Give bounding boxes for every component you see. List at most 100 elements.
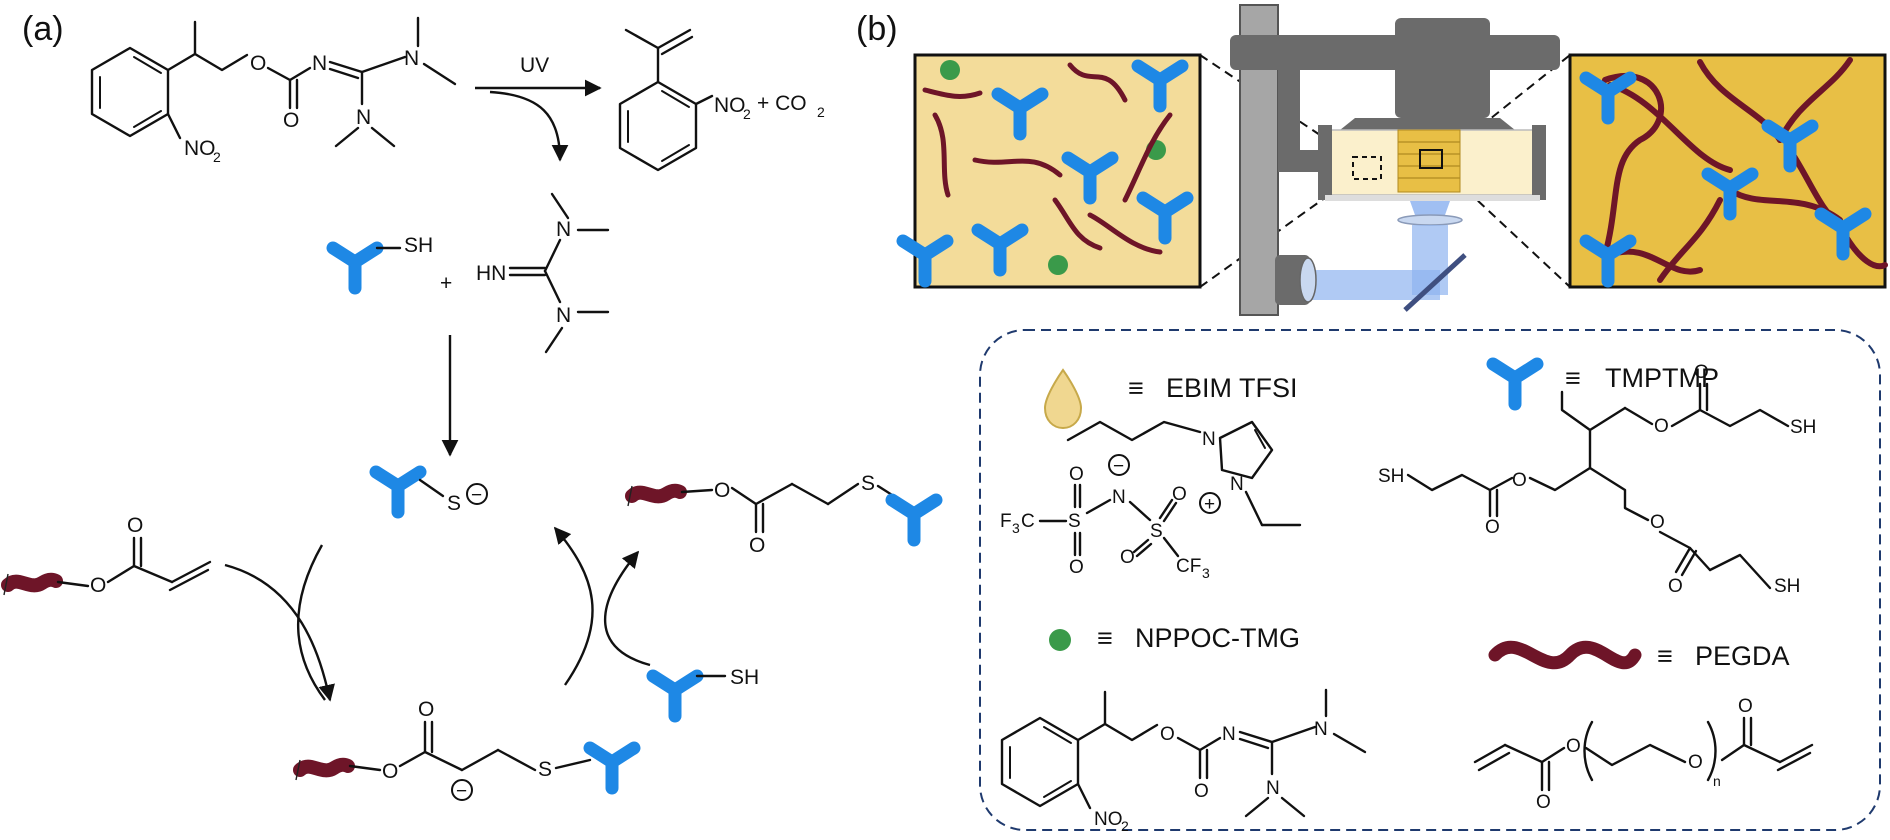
- tfsi-o1: O: [1069, 464, 1084, 485]
- ebim-n3-label: N: [1230, 474, 1244, 495]
- pegda-carbonyl-o1: O: [1536, 792, 1551, 813]
- curved-release-arrow: [489, 90, 569, 162]
- tmptmp-o3: O: [1650, 512, 1665, 533]
- product-o-label: O: [714, 479, 730, 502]
- addition-arrow: [224, 563, 335, 702]
- nitro-label-top: NO: [184, 137, 216, 160]
- nitrogen-label-3: N: [356, 106, 371, 129]
- nppoc-no2-label: NO: [1094, 809, 1123, 830]
- nitrostyrene-product: NO 2 + CO 2: [618, 28, 825, 172]
- hn-label: HN: [476, 262, 506, 285]
- pegda-structure: O O O n O: [1473, 696, 1814, 813]
- thiolate-charge: −: [471, 485, 482, 506]
- panel-b-label: (b): [856, 10, 898, 48]
- acrylate-carbonyl-o: O: [127, 514, 143, 537]
- nppoc-equiv-symbol: ≡: [1097, 623, 1113, 653]
- chain-transfer-arrow: [604, 550, 651, 667]
- pegda-equiv-symbol: ≡: [1657, 641, 1673, 671]
- tfsi-cf3-sub: 3: [1202, 565, 1210, 581]
- tmptmp-o-carbonyl2: O: [1694, 362, 1709, 383]
- product-thiol-icon: [892, 500, 936, 540]
- ionic-liquid-drop-icon: [1043, 368, 1083, 430]
- nppoc-n2-label: N: [1314, 719, 1328, 740]
- carbanion-s-label: S: [538, 758, 552, 781]
- tfsi-n-label: N: [1112, 487, 1126, 508]
- tfsi-s2-label: S: [1150, 521, 1163, 542]
- tmptmp-sh2: SH: [1790, 417, 1816, 438]
- tmptmp-thiol-icon: [333, 248, 377, 288]
- nitro-sub-top: 2: [213, 149, 221, 165]
- plus-sign: +: [440, 272, 452, 295]
- tmptmp-o1: O: [1512, 470, 1527, 491]
- thiol-sh-label: SH: [404, 234, 433, 257]
- ebim-n1-label: N: [1202, 429, 1216, 450]
- tmptmp-legend-icon: [1493, 364, 1537, 404]
- ebim-tfsi-label: EBIM TFSI: [1166, 373, 1298, 403]
- nppoc-label: NPPOC-TMG: [1135, 623, 1300, 653]
- tmptmp-sh3: SH: [1774, 576, 1800, 597]
- tmptmp-o-carbonyl3: O: [1668, 576, 1683, 597]
- tfsi-f3c-sub: 3: [1012, 520, 1020, 536]
- nitro-sub-product: 2: [743, 106, 751, 122]
- pegda-carbonyl-o2: O: [1738, 696, 1753, 717]
- tfsi-o2: O: [1069, 557, 1084, 578]
- dlp-printer-schematic: [1230, 4, 1560, 316]
- carbanion-charge: −: [456, 781, 467, 802]
- carbanion-carbonyl-o: O: [418, 698, 434, 721]
- tfsi-o4: O: [1120, 547, 1135, 568]
- tmptmp-sh1: SH: [1378, 466, 1404, 487]
- tmptmp-equiv-symbol: ≡: [1565, 363, 1581, 393]
- acrylate-o-label: O: [90, 574, 106, 597]
- pegda-o1: O: [1566, 736, 1581, 757]
- tfsi-o3: O: [1172, 484, 1187, 505]
- nppoc-n-label: N: [1222, 724, 1236, 745]
- product-carbonyl-o: O: [749, 534, 765, 557]
- carbanion-o-label: O: [382, 760, 398, 783]
- ebim-cation-structure: N N +: [1066, 420, 1302, 527]
- carbanion-intermediate: O O − S: [296, 698, 634, 802]
- zoom-line-right-bottom: [1444, 169, 1571, 288]
- tfsi-f3c-prefix: F: [1000, 511, 1012, 532]
- cycle-right-arc: [553, 526, 594, 686]
- nppoc-o-label: O: [1160, 724, 1175, 745]
- pegda-label: PEGDA: [1695, 641, 1790, 671]
- pegda-legend-icon: [1488, 640, 1642, 670]
- tfsi-s1-label: S: [1068, 511, 1081, 532]
- thioether-product: O O S: [628, 472, 936, 557]
- nppoc-tmg-structure-legend: NO 2 O O N N N: [1000, 688, 1367, 834]
- chain-transfer-sh-label: SH: [730, 666, 759, 689]
- nitrogen-label-2: N: [404, 47, 419, 70]
- nppoc-n3-label: N: [1266, 778, 1280, 799]
- ebim-plus-charge: +: [1204, 494, 1215, 515]
- zoom-line-right-top: [1444, 54, 1571, 156]
- tmg-n-top: N: [556, 218, 571, 241]
- oxygen-label: O: [250, 52, 266, 75]
- nppoc-carbonyl-o: O: [1194, 781, 1209, 802]
- tfsi-anion-structure: F 3 C S O O N − S O O CF 3: [1000, 454, 1210, 581]
- resin-inset-before: [903, 53, 1202, 289]
- nppoc-tmg-structure-top: NO 2 O O N N N: [90, 16, 457, 165]
- nppoc-legend-icon: [1049, 629, 1071, 651]
- nitrogen-label: N: [312, 52, 327, 75]
- thiolate-s-label: S: [447, 492, 461, 515]
- pegda-n-subscript: n: [1713, 773, 1721, 789]
- product-s-label: S: [861, 472, 875, 495]
- network-inset-after: [1568, 53, 1888, 289]
- tetramethylguanidine-structure: HN N N: [476, 192, 610, 354]
- tmptmp-structure: SH O O O O SH O O SH: [1378, 362, 1816, 597]
- carbonyl-oxygen-label: O: [283, 109, 299, 132]
- tfsi-cf3-prefix: CF: [1176, 556, 1201, 577]
- tmptmp-o2: O: [1654, 416, 1669, 437]
- acrylate-monomer: O O: [4, 514, 212, 597]
- co2-label: + CO: [757, 92, 807, 115]
- uv-label: UV: [520, 54, 549, 77]
- thiol-chain-transfer-icon: [653, 676, 697, 716]
- carbanion-charge-circle: [451, 779, 473, 801]
- pegda-o2: O: [1688, 752, 1703, 773]
- carbanion-thiol-icon: [590, 748, 634, 788]
- tfsi-f3c-suffix: C: [1021, 511, 1035, 532]
- cycle-left-arc: [297, 544, 326, 701]
- tmptmp-o-carbonyl1: O: [1485, 517, 1500, 538]
